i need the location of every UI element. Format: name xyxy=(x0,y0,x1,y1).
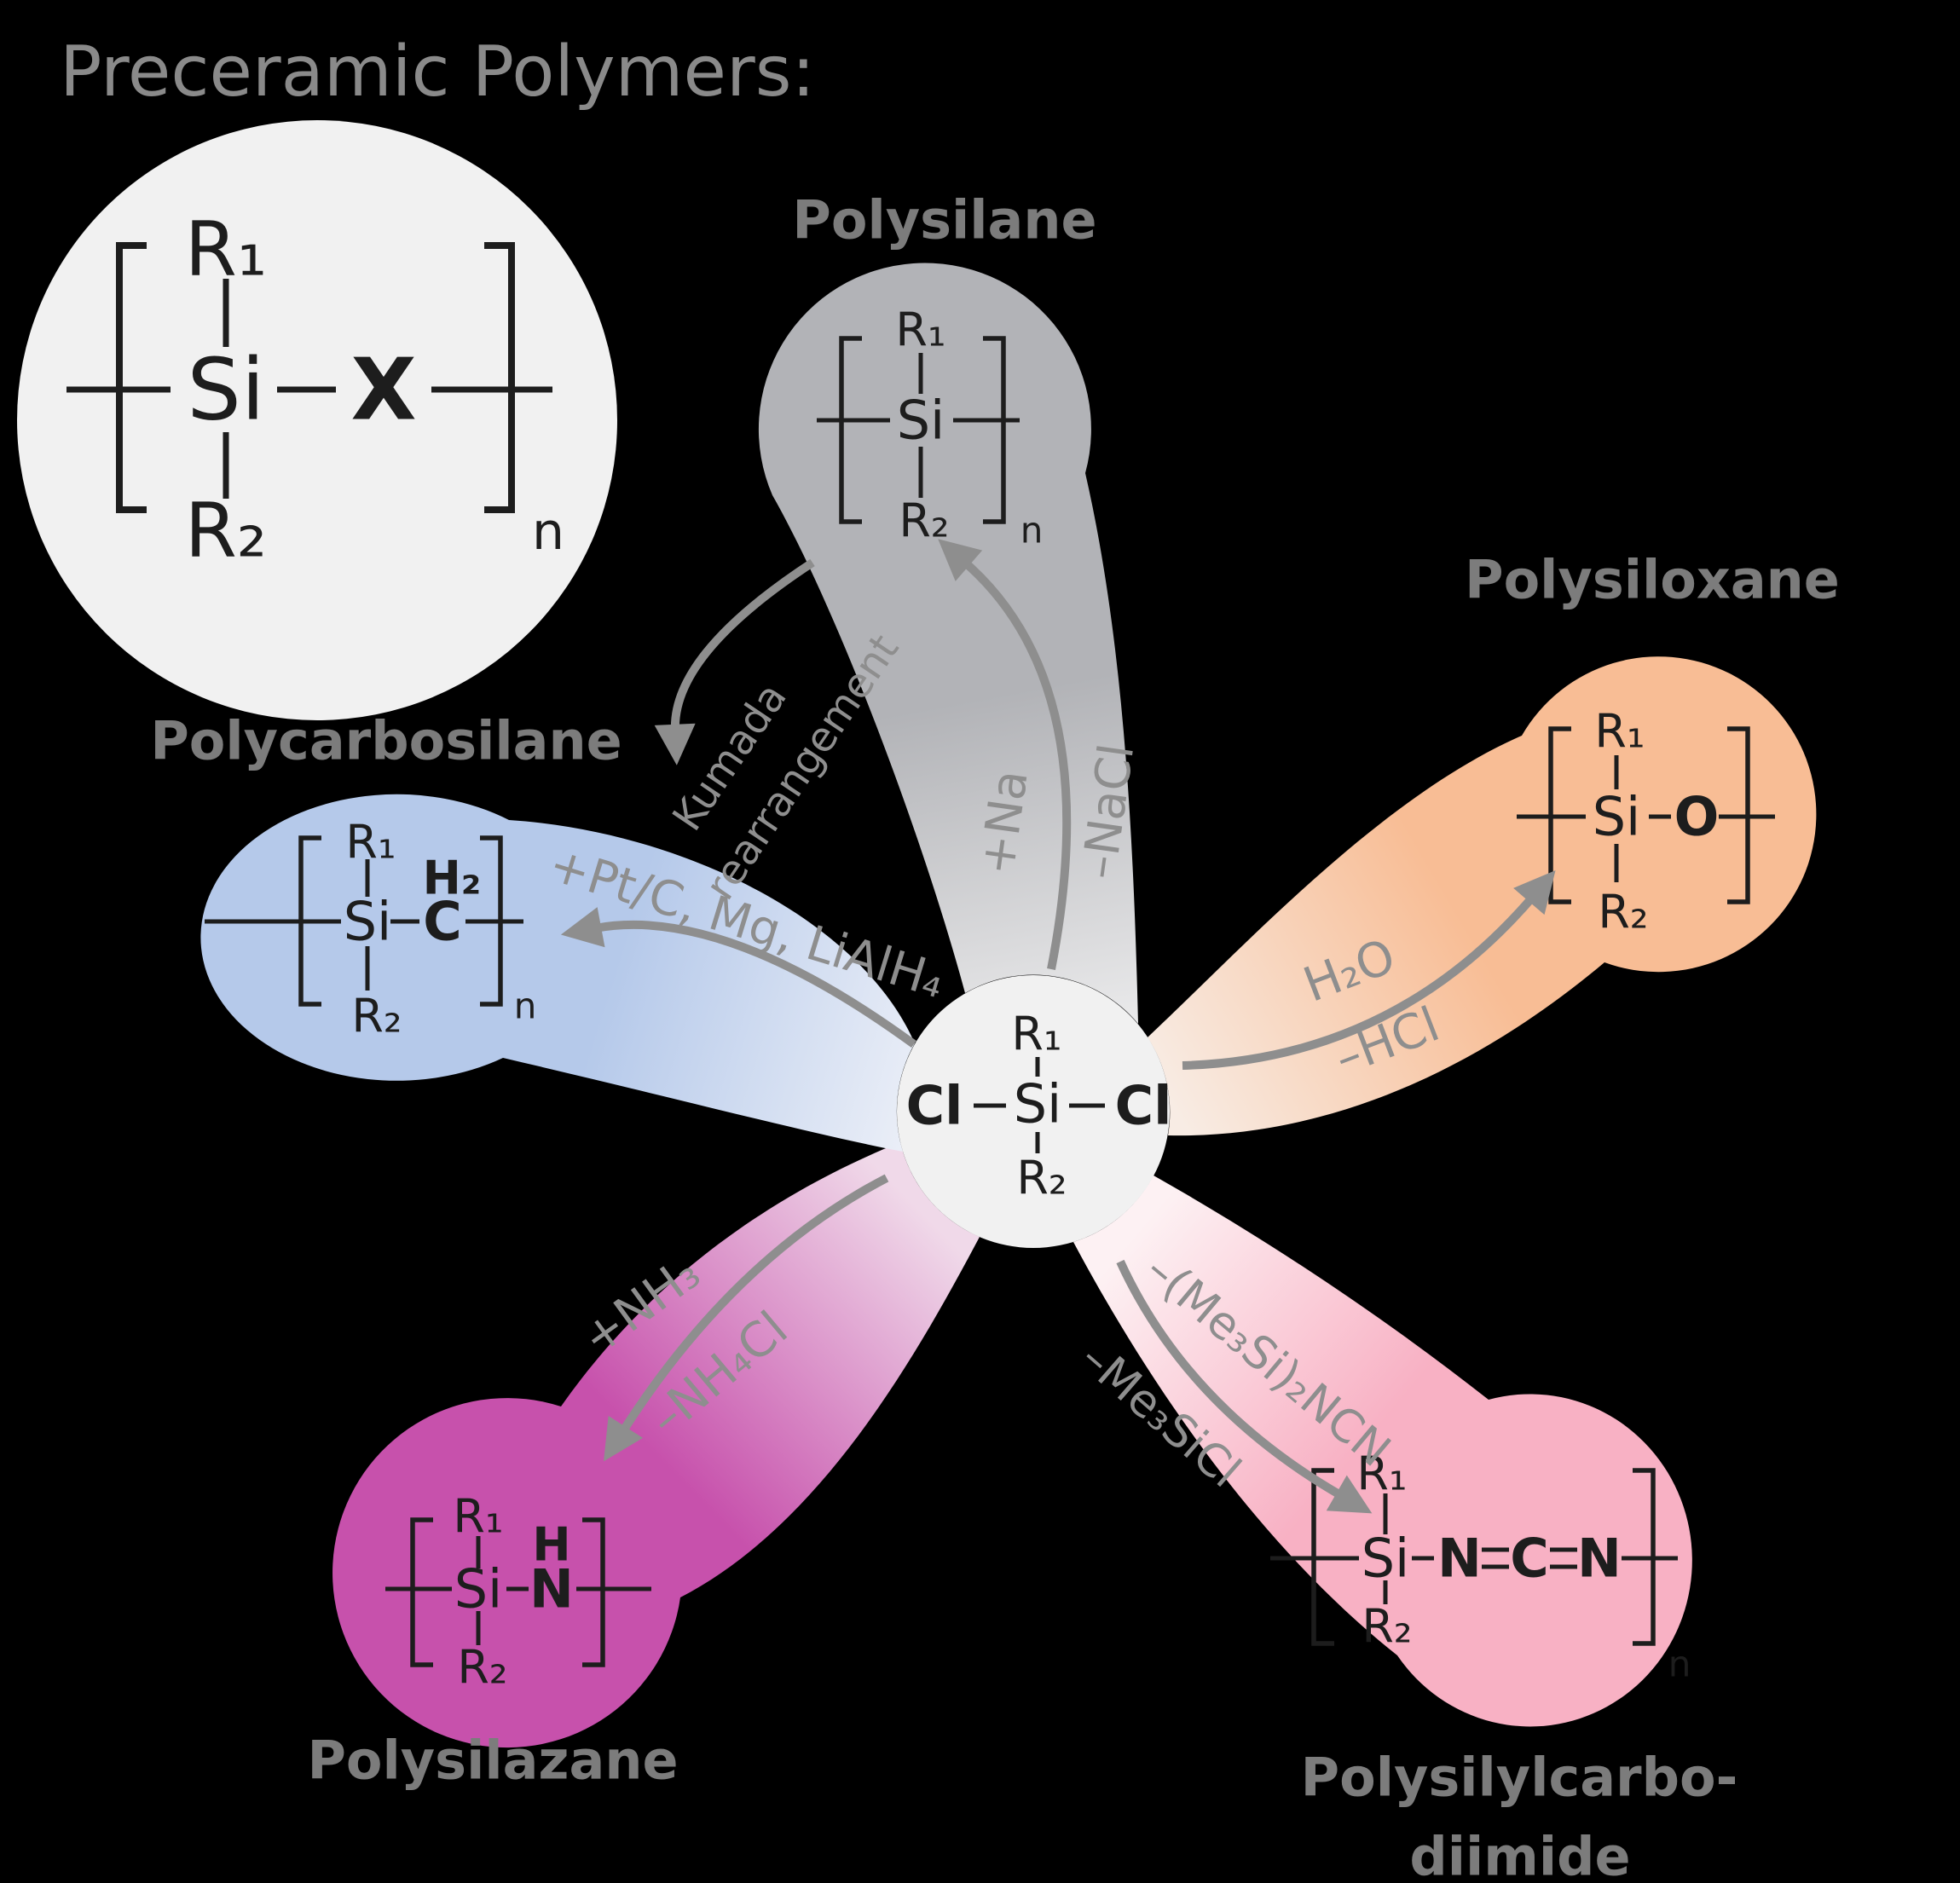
bracket-left xyxy=(116,242,147,513)
petal-polysilane xyxy=(758,263,1138,1025)
si: Si xyxy=(1593,786,1641,848)
polysilane-structure: R₁ Si R₂ n xyxy=(817,303,1043,552)
monomer-r1: R₁ xyxy=(1011,1008,1061,1061)
r2: R₂ xyxy=(899,494,949,548)
generic-structure-circle xyxy=(17,120,617,720)
si: Si xyxy=(454,1558,503,1620)
bracket-right xyxy=(480,835,503,1007)
petal-polysilylcarbodiimide xyxy=(1073,1175,1692,1727)
arrow-to-polycarbosilane xyxy=(560,907,916,1048)
monomer-structure: R₁ Cl Si Cl R₂ xyxy=(906,1008,1172,1205)
r2: R₂ xyxy=(1362,1600,1412,1654)
generic-x: X xyxy=(350,340,416,440)
n: N xyxy=(529,1558,574,1620)
arrow-to-polysilylcarbodiimide xyxy=(1116,1259,1373,1514)
bracket-right xyxy=(1633,1468,1656,1646)
page-title: Preceramic Polymers: xyxy=(60,32,815,113)
polycarbosilane-structure: R₁ Si H₂ C R₂ n xyxy=(205,816,536,1043)
petal-polysiloxane xyxy=(1148,656,1817,1136)
c: C xyxy=(1510,1528,1549,1590)
polysilazane-structure: R₁ Si H N R₂ xyxy=(385,1490,651,1695)
petal-polysilazane xyxy=(332,1142,980,1748)
generic-si: Si xyxy=(187,340,264,440)
generic-n: n xyxy=(532,502,564,562)
petal-polycarbosilane xyxy=(200,794,915,1152)
n: n xyxy=(1020,510,1044,552)
r2: R₂ xyxy=(1598,886,1648,939)
r1: R₁ xyxy=(1594,705,1645,759)
polysilylcarbodiimide-structure: R₁ Si N C N R₂ n xyxy=(1270,1447,1691,1685)
label-polysilylcarbodiimide-line1: Polysilylcarbo- xyxy=(1301,1747,1738,1809)
bracket-left xyxy=(839,336,862,524)
monomer-cl-left: Cl xyxy=(906,1075,963,1137)
n1: N xyxy=(1437,1528,1482,1590)
monomer-r2: R₂ xyxy=(1016,1152,1067,1205)
label-polysilylcarbodiimide-line2: diimide xyxy=(1409,1826,1630,1883)
n: n xyxy=(1668,1643,1691,1685)
r1: R₁ xyxy=(345,816,396,869)
label-polysilazane: Polysilazane xyxy=(307,1730,678,1792)
bracket-right xyxy=(1727,726,1750,904)
h2: H₂ xyxy=(423,852,482,905)
generic-r1: R₁ xyxy=(185,205,267,293)
label-polysilane: Polysilane xyxy=(792,189,1096,251)
polysiloxane-structure: R₁ Si O R₂ xyxy=(1517,705,1775,939)
r2: R₂ xyxy=(351,990,402,1043)
si: Si xyxy=(344,891,392,953)
arrow-kumada-rearrangement xyxy=(654,558,815,765)
o: O xyxy=(1674,786,1720,848)
bracket-right xyxy=(983,336,1006,524)
generic-structure: R₁ Si X R₂ n xyxy=(66,205,564,575)
label-polycarbosilane: Polycarbosilane xyxy=(150,710,622,772)
monomer-cl-right: Cl xyxy=(1115,1075,1172,1137)
r1: R₁ xyxy=(453,1490,503,1544)
arrow-to-polysilane xyxy=(938,539,1072,970)
arrow-to-polysiloxane xyxy=(1182,870,1556,1070)
si: Si xyxy=(1362,1528,1410,1590)
r1: R₁ xyxy=(895,303,945,357)
monomer-si: Si xyxy=(1014,1073,1062,1135)
n: n xyxy=(514,985,537,1027)
bracket-right xyxy=(484,242,515,513)
c: C xyxy=(423,891,462,953)
bracket-right xyxy=(582,1517,605,1667)
generic-r2: R₂ xyxy=(185,487,267,575)
bracket-left xyxy=(410,1517,433,1667)
label-polysiloxane: Polysiloxane xyxy=(1465,549,1840,611)
arrow-to-polysilazane xyxy=(604,1174,889,1462)
r2: R₂ xyxy=(457,1641,507,1695)
monomer-circle xyxy=(897,975,1170,1248)
bracket-left xyxy=(298,835,321,1007)
n2: N xyxy=(1577,1528,1622,1590)
bracket-left xyxy=(1548,726,1571,904)
bracket-left xyxy=(1311,1468,1334,1646)
h: H xyxy=(532,1518,570,1572)
si: Si xyxy=(897,390,945,452)
